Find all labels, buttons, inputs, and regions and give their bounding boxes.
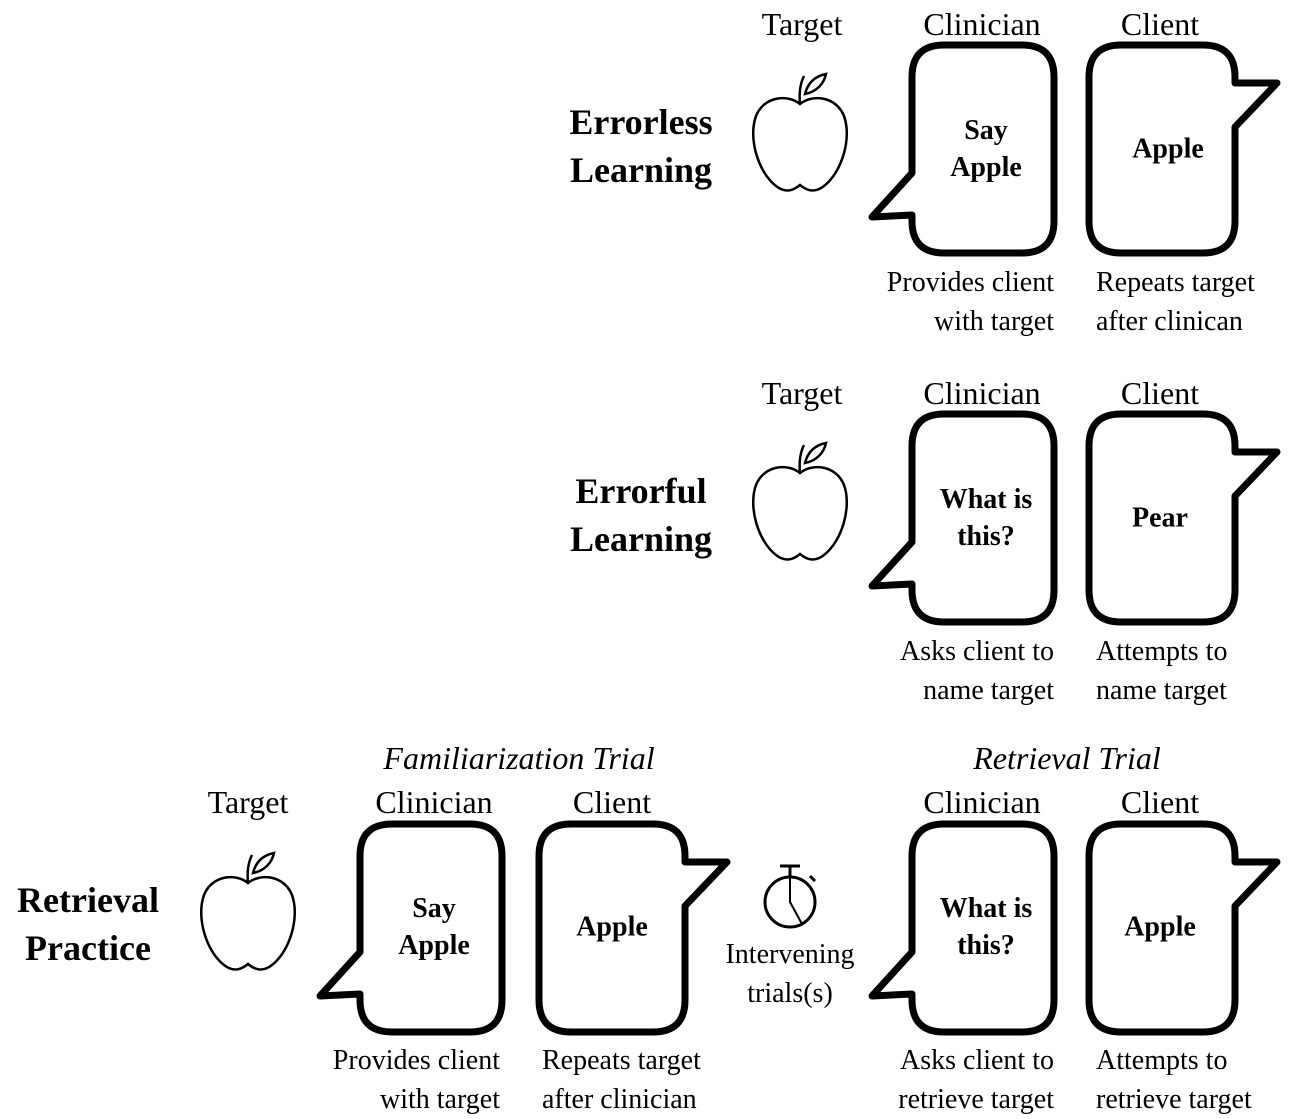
target-label: Target: [761, 6, 843, 42]
client-speech-bubble: [1085, 41, 1281, 257]
timer-caption: Intervening trials(s): [725, 939, 855, 1009]
clinician-speech-bubble: [868, 41, 1058, 257]
clinician-speech: What is this?: [939, 484, 1033, 552]
ret-clinician-caption: Asks client to retrieve target: [898, 1045, 1054, 1115]
target-label: Target: [207, 784, 289, 820]
clinician-caption: Asks client to name target: [900, 636, 1054, 706]
ret-client-label: Client: [1120, 784, 1200, 820]
client-speech: Pear: [1132, 502, 1188, 534]
clinician-caption: Provides client with target: [886, 267, 1054, 337]
errorful-title: Errorful Learning: [569, 471, 713, 559]
ret-client-caption: Attempts to retrieve target: [1096, 1045, 1252, 1115]
retrieval-heading: Retrieval Trial: [973, 740, 1161, 776]
ret-clinician-speech: What is this?: [939, 893, 1033, 961]
ret-clinician-speech-bubble: [868, 820, 1058, 1036]
ret-client-speech-bubble: [1085, 820, 1281, 1036]
fam-clinician-label: Clinician: [375, 784, 493, 820]
apple-icon: [752, 72, 848, 192]
client-label: Client: [1120, 375, 1200, 411]
ret-client-speech: Apple: [1124, 911, 1196, 943]
client-caption: Attempts to name target: [1096, 636, 1228, 706]
fam-client-label: Client: [572, 784, 652, 820]
apple-icon: [752, 441, 848, 561]
fam-client-caption: Repeats target after clinician: [542, 1045, 701, 1115]
client-label: Client: [1120, 6, 1200, 42]
client-speech-bubble: [1085, 410, 1281, 626]
clinician-label: Clinician: [923, 375, 1041, 411]
clinician-speech-bubble: [868, 410, 1058, 626]
fam-client-speech-bubble: [535, 820, 731, 1036]
stopwatch-icon: [763, 864, 817, 929]
clinician-label: Clinician: [923, 6, 1041, 42]
errorless-title: Errorless Learning: [569, 102, 713, 190]
fam-client-speech: Apple: [576, 911, 648, 943]
clinician-speech: Say Apple: [950, 115, 1022, 183]
fam-clinician-speech: Say Apple: [398, 893, 470, 961]
client-caption: Repeats target after clinican: [1096, 267, 1255, 337]
retrieval-title: Retrieval Practice: [17, 880, 159, 968]
apple-icon: [200, 851, 296, 971]
fam-clinician-speech-bubble: [316, 820, 506, 1036]
ret-clinician-label: Clinician: [923, 784, 1041, 820]
client-speech: Apple: [1132, 133, 1204, 165]
familiarization-heading: Familiarization Trial: [383, 740, 655, 776]
target-label: Target: [761, 375, 843, 411]
fam-clinician-caption: Provides client with target: [332, 1045, 500, 1115]
